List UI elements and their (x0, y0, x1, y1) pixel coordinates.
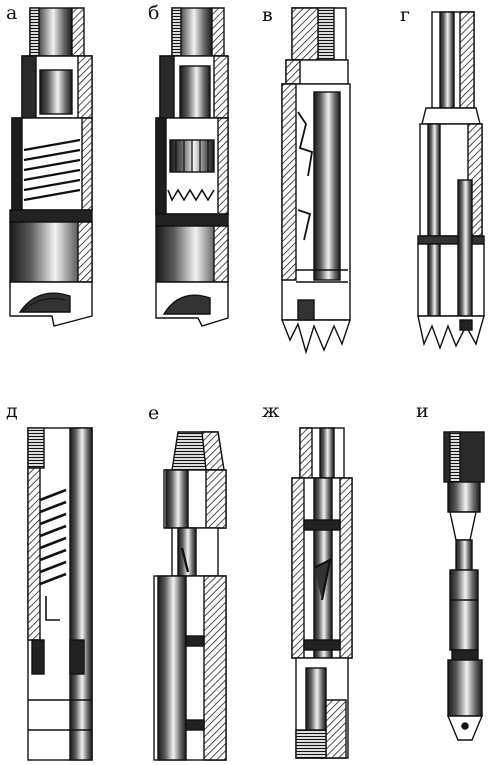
tool-i-drawing (443, 431, 485, 741)
tool-g-drawing (417, 11, 485, 351)
panel-label-b: б (148, 2, 160, 24)
panel-label-a: а (6, 2, 18, 24)
panel-label-d: д (6, 400, 18, 422)
tool-e-drawing (153, 431, 227, 761)
tool-v-drawing (280, 7, 351, 355)
panel-label-e: е (148, 402, 160, 424)
tool-a-drawing (9, 7, 93, 327)
panel-label-g: г (400, 4, 410, 26)
panel-label-zh: ж (262, 400, 280, 422)
tool-zh-drawing (291, 427, 353, 759)
panel-label-i: и (416, 400, 429, 422)
tool-b-drawing (155, 7, 229, 327)
panel-label-v: в (262, 4, 273, 26)
tool-d-drawing (27, 427, 93, 761)
